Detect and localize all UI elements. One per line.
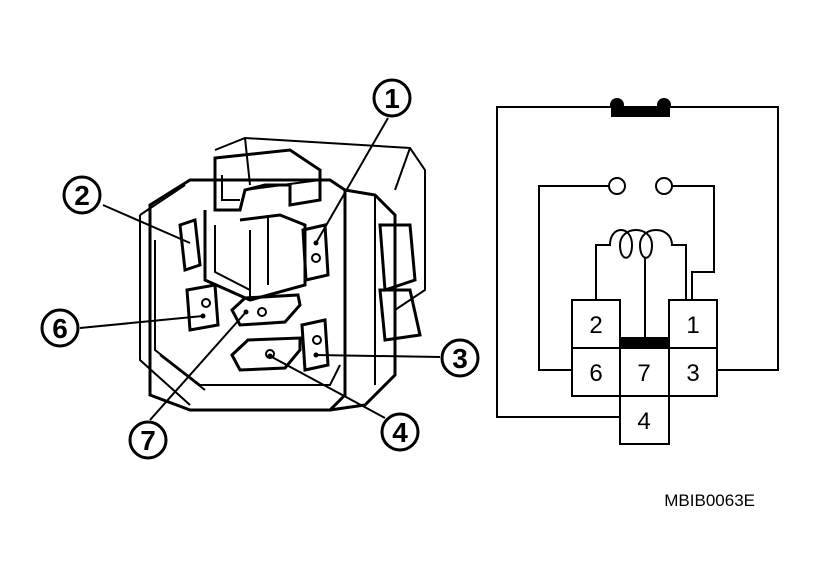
callout-6: 6 [40, 308, 80, 348]
terminal-3-label: 3 [686, 360, 699, 387]
callout-3-label: 3 [452, 343, 468, 374]
switch-contact-left [610, 98, 624, 112]
relay-schematic: 2 1 6 7 3 4 [496, 98, 779, 445]
switch-contact-right [657, 98, 671, 112]
callout-7: 7 [128, 420, 168, 460]
wire-6-to-contact [538, 185, 609, 371]
contact-left [608, 177, 626, 195]
switch-bar [611, 107, 670, 117]
terminal-1-label: 1 [686, 312, 699, 339]
figure-code: MBIB0063E [664, 491, 755, 510]
callout-1-label: 1 [384, 83, 400, 114]
terminal-2-label: 2 [589, 312, 602, 339]
callout-3: 3 [440, 338, 480, 378]
callout-7-label: 7 [140, 425, 156, 456]
callout-leader-lines [79, 117, 441, 421]
callout-1: 1 [372, 78, 412, 118]
connector-grid [571, 299, 718, 445]
terminal-7-label: 7 [637, 360, 650, 387]
coil-symbol [595, 229, 687, 300]
callout-4: 4 [380, 412, 420, 452]
callout-6-label: 6 [52, 313, 68, 344]
callout-2: 2 [62, 175, 102, 215]
terminal-4-label: 4 [637, 408, 650, 435]
wire-contact-to-1 [672, 185, 715, 300]
terminal-7-bar [620, 337, 669, 348]
terminal-6-label: 6 [589, 360, 602, 387]
callout-2-label: 2 [74, 180, 90, 211]
contact-right [655, 177, 673, 195]
relay-drawing [139, 136, 426, 412]
callout-4-label: 4 [392, 417, 408, 448]
